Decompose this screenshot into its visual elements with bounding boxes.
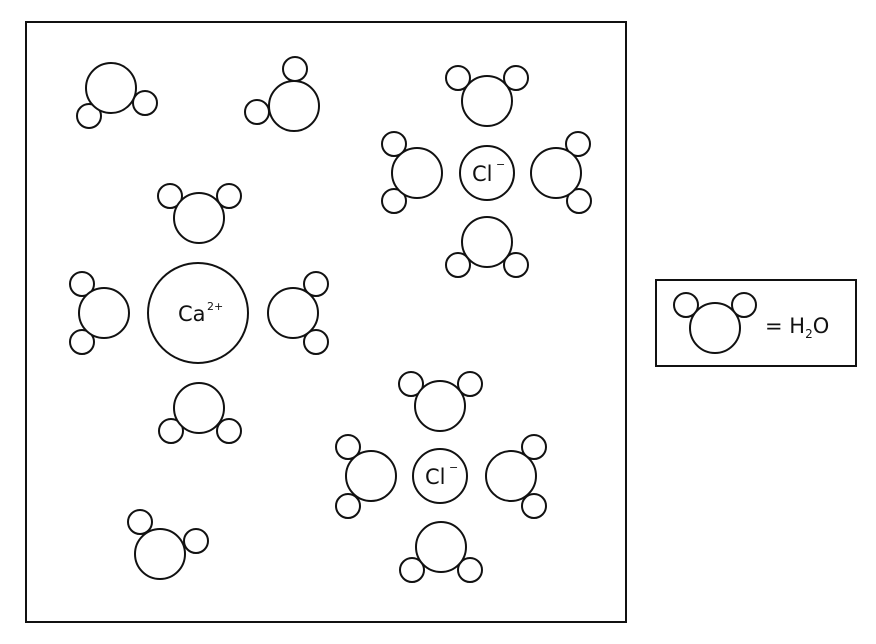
water-molecule (399, 521, 483, 583)
water-molecule (398, 371, 483, 432)
water-molecule (157, 183, 242, 244)
water-molecule (127, 509, 209, 580)
legend: = H2O (655, 279, 857, 367)
water-molecule (445, 216, 529, 278)
chloride-ion-charge: − (449, 461, 458, 474)
chloride-ion-circle (459, 145, 515, 201)
chloride-ion-circle (412, 448, 468, 504)
water-molecule (485, 434, 547, 519)
water-molecule (244, 56, 320, 132)
chloride-hydration-shell: Cl − (381, 65, 592, 278)
chloride-ion-charge: − (496, 158, 505, 171)
water-molecule (267, 271, 329, 355)
chloride-ion: Cl − (459, 145, 515, 201)
chloride-ion-symbol: Cl (472, 162, 493, 186)
water-molecule (445, 65, 529, 127)
calcium-hydration-shell: Ca 2+ (69, 183, 329, 444)
water-molecule (530, 131, 592, 214)
calcium-ion-symbol: Ca (178, 302, 206, 326)
chloride-ion: Cl − (412, 448, 468, 504)
water-molecule (158, 382, 242, 444)
water-molecule (76, 62, 158, 129)
chloride-ion-symbol: Cl (425, 465, 446, 489)
water-molecule (335, 434, 397, 519)
legend-water-molecule (673, 292, 757, 354)
legend-box (655, 279, 857, 367)
legend-label: = H2O (765, 314, 829, 341)
chloride-hydration-shell: Cl − (335, 371, 547, 583)
legend-equals-h: = H (765, 314, 805, 338)
legend-subscript: 2 (805, 327, 813, 341)
calcium-ion-charge: 2+ (207, 300, 223, 313)
legend-suffix: O (813, 314, 830, 338)
calcium-ion-circle (147, 262, 249, 364)
water-molecule (69, 271, 130, 355)
calcium-ion: Ca 2+ (147, 262, 249, 364)
water-molecule (381, 131, 443, 214)
